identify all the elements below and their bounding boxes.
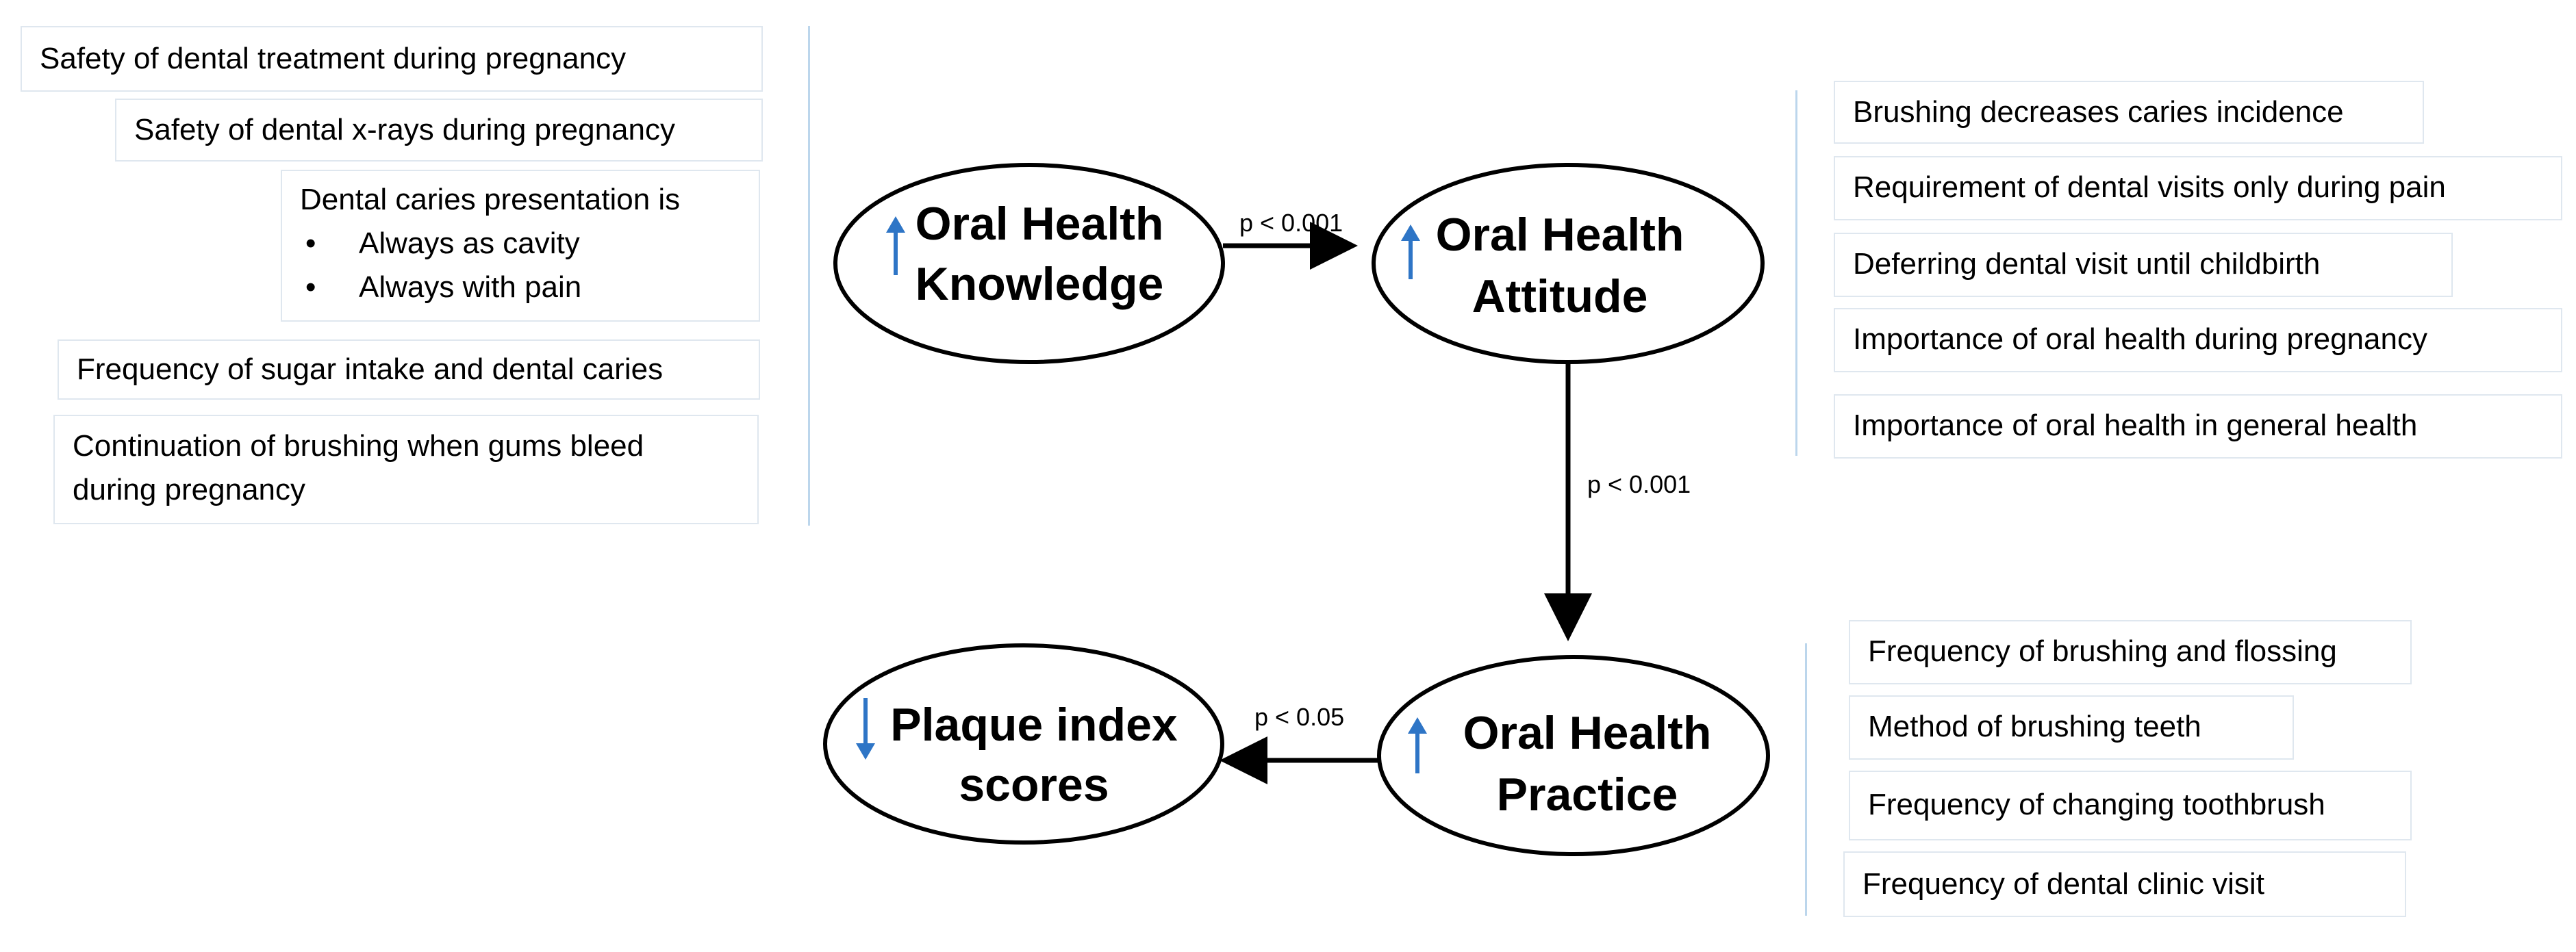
practice-item-3: Frequency of changing toothbrush: [1849, 771, 2412, 840]
knowledge-item-safety-treatment: Safety of dental treatment during pregna…: [21, 26, 763, 92]
node-label-line: Oral Health: [1463, 707, 1712, 759]
attitude-item-2: Requirement of dental visits only during…: [1834, 156, 2562, 220]
practice-item-label: Frequency of dental clinic visit: [1862, 867, 2264, 901]
practice-item-1: Frequency of brushing and flossing: [1849, 620, 2412, 684]
knowledge-item-bleeding-gums: Continuation of brushing when gums bleed…: [53, 415, 759, 524]
node-label-line: Plaque index: [890, 699, 1178, 751]
knowledge-item-label: Dental caries presentation is: [300, 183, 681, 216]
practice-item-label: Frequency of changing toothbrush: [1868, 788, 2325, 821]
attitude-item-3: Deferring dental visit until childbirth: [1834, 233, 2453, 297]
attitude-item-label: Requirement of dental visits only during…: [1853, 170, 2446, 204]
knowledge-item-sugar-intake: Frequency of sugar intake and dental car…: [58, 339, 760, 400]
practice-item-label: Frequency of brushing and flossing: [1868, 634, 2337, 668]
node-label-line: Practice: [1497, 769, 1678, 821]
caries-presentation-bullets: Always as cavity Always with pain: [300, 222, 741, 309]
knowledge-item-caries-presentation: Dental caries presentation is Always as …: [281, 170, 760, 322]
attitude-item-1: Brushing decreases caries incidence: [1834, 81, 2424, 144]
edge-label-knowledge-attitude: p < 0.001: [1239, 209, 1343, 237]
node-label-line: Oral Health: [1436, 209, 1684, 261]
up-arrow-icon: [1408, 717, 1427, 773]
attitude-item-label: Deferring dental visit until childbirth: [1853, 247, 2321, 281]
attitude-item-5: Importance of oral health in general hea…: [1834, 394, 2562, 459]
attitude-item-label: Importance of oral health during pregnan…: [1853, 322, 2427, 356]
node-label-line: Knowledge: [916, 258, 1164, 310]
down-arrow-icon: [856, 698, 875, 760]
node-plaque-index-scores: Plaque index scores: [823, 643, 1224, 845]
node-label-line: Oral Health: [916, 198, 1164, 250]
node-label-line: scores: [959, 759, 1109, 811]
node-label-line: Attitude: [1472, 270, 1648, 322]
knowledge-item-label-line: during pregnancy: [73, 473, 306, 506]
knowledge-item-label-line: Continuation of brushing when gums bleed: [73, 429, 644, 463]
knowledge-item-label: Frequency of sugar intake and dental car…: [77, 352, 664, 386]
attitude-items-separator: [1795, 90, 1797, 456]
attitude-item-4: Importance of oral health during pregnan…: [1834, 308, 2562, 372]
attitude-item-label: Brushing decreases caries incidence: [1853, 95, 2344, 129]
node-oral-health-knowledge: Oral Health Knowledge: [833, 163, 1225, 364]
up-arrow-icon: [886, 216, 905, 275]
bullet-item: Always as cavity: [300, 222, 741, 266]
practice-item-label: Method of brushing teeth: [1868, 710, 2201, 743]
attitude-item-label: Importance of oral health in general hea…: [1853, 409, 2418, 442]
knowledge-item-label: Safety of dental x-rays during pregnancy: [134, 113, 676, 146]
knowledge-item-safety-xrays: Safety of dental x-rays during pregnancy: [115, 99, 763, 162]
practice-items-separator: [1805, 643, 1807, 916]
bullet-item: Always with pain: [300, 266, 741, 309]
practice-item-2: Method of brushing teeth: [1849, 695, 2294, 760]
node-oral-health-practice: Oral Health Practice: [1377, 655, 1770, 856]
practice-item-4: Frequency of dental clinic visit: [1843, 851, 2406, 917]
knowledge-items-separator: [808, 26, 810, 526]
edge-label-practice-plaque: p < 0.05: [1254, 703, 1344, 731]
node-oral-health-attitude: Oral Health Attitude: [1372, 163, 1765, 364]
up-arrow-icon: [1401, 224, 1420, 279]
edge-label-attitude-practice: p < 0.001: [1587, 470, 1691, 498]
knowledge-item-label: Safety of dental treatment during pregna…: [40, 42, 627, 75]
